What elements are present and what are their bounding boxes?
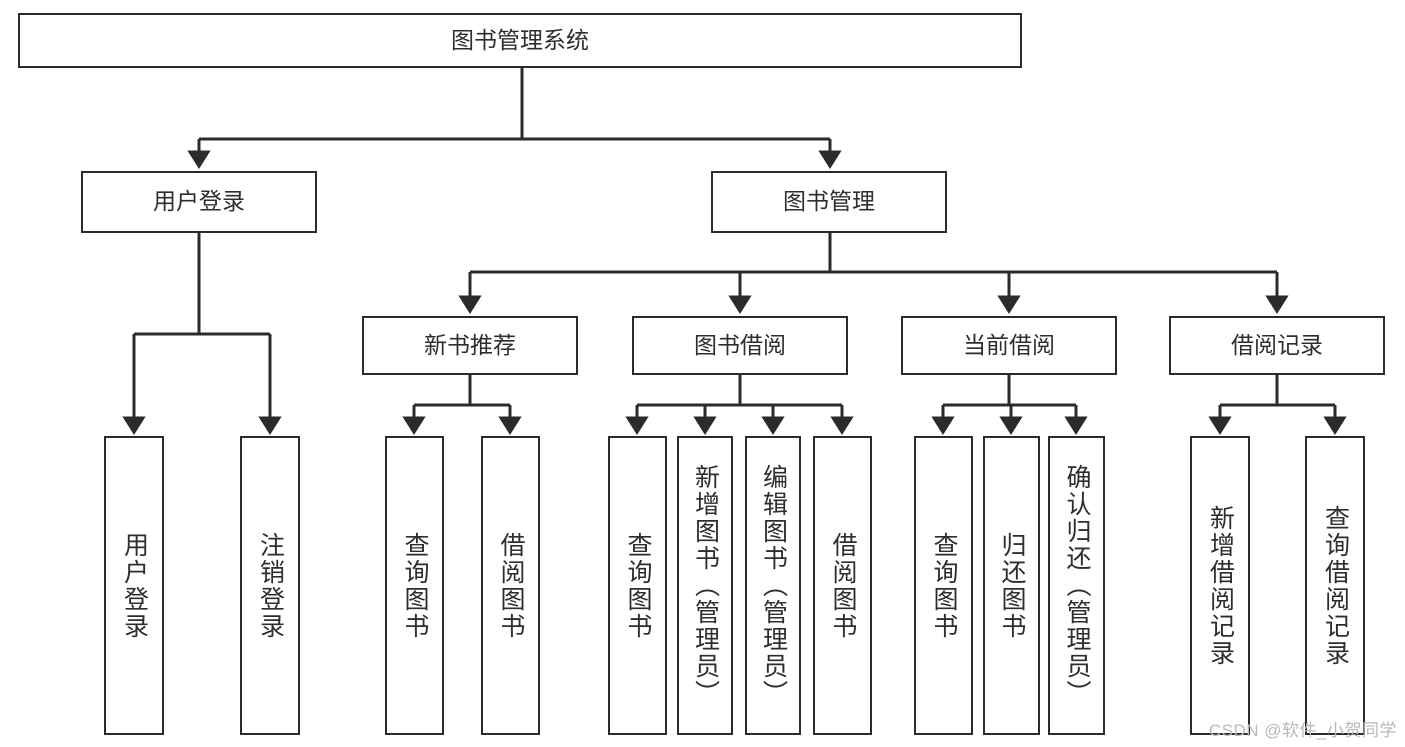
node-leaf-add-record[interactable]: 新增借阅记录: [1190, 436, 1250, 735]
node-leaf-query-record[interactable]: 查询借阅记录: [1305, 436, 1365, 735]
node-leaf-add-book[interactable]: 新增图书（管理员）: [677, 436, 733, 735]
node-leaf-user-login[interactable]: 用户登录: [104, 436, 164, 735]
node-label: 图书管理系统: [451, 26, 589, 53]
node-label: 归还图书: [998, 531, 1026, 640]
node-label: 查询借阅记录: [1321, 504, 1350, 667]
node-label: 新增借阅记录: [1206, 504, 1235, 667]
node-label: 用户登录: [120, 531, 149, 640]
node-leaf-edit-book[interactable]: 编辑图书（管理员）: [745, 436, 801, 735]
node-borrow-record[interactable]: 借阅记录: [1169, 316, 1385, 375]
node-label: 新增图书（管理员）: [691, 464, 720, 707]
node-leaf-query-book-2[interactable]: 查询图书: [608, 436, 667, 735]
node-book-manage[interactable]: 图书管理: [711, 171, 947, 233]
node-label: 图书管理: [783, 188, 875, 215]
node-leaf-return-book[interactable]: 归还图书: [983, 436, 1040, 735]
node-book-borrow[interactable]: 图书借阅: [632, 316, 848, 375]
node-label: 查询图书: [930, 531, 958, 640]
node-label: 借阅图书: [829, 531, 857, 640]
node-leaf-confirm-return[interactable]: 确认归还（管理员）: [1048, 436, 1105, 735]
node-label: 借阅记录: [1231, 331, 1323, 358]
node-label: 查询图书: [401, 531, 429, 640]
node-leaf-query-book-1[interactable]: 查询图书: [385, 436, 444, 735]
node-root-book-management-system[interactable]: 图书管理系统: [18, 13, 1022, 68]
node-label: 用户登录: [153, 188, 245, 215]
node-leaf-borrow-book-2[interactable]: 借阅图书: [813, 436, 872, 735]
node-leaf-borrow-book-1[interactable]: 借阅图书: [481, 436, 540, 735]
node-new-book-recommend[interactable]: 新书推荐: [362, 316, 578, 375]
node-label: 确认归还（管理员）: [1063, 464, 1091, 707]
node-label: 图书借阅: [694, 331, 786, 358]
node-leaf-user-logout[interactable]: 注销登录: [240, 436, 300, 735]
node-label: 注销登录: [256, 531, 285, 640]
node-label: 查询图书: [624, 531, 652, 640]
node-label: 借阅图书: [497, 531, 525, 640]
node-leaf-query-book-3[interactable]: 查询图书: [914, 436, 973, 735]
node-label: 新书推荐: [424, 331, 516, 358]
node-label: 当前借阅: [963, 331, 1055, 358]
node-current-borrow[interactable]: 当前借阅: [901, 316, 1117, 375]
node-label: 编辑图书（管理员）: [759, 464, 788, 707]
node-user-login[interactable]: 用户登录: [81, 171, 317, 233]
